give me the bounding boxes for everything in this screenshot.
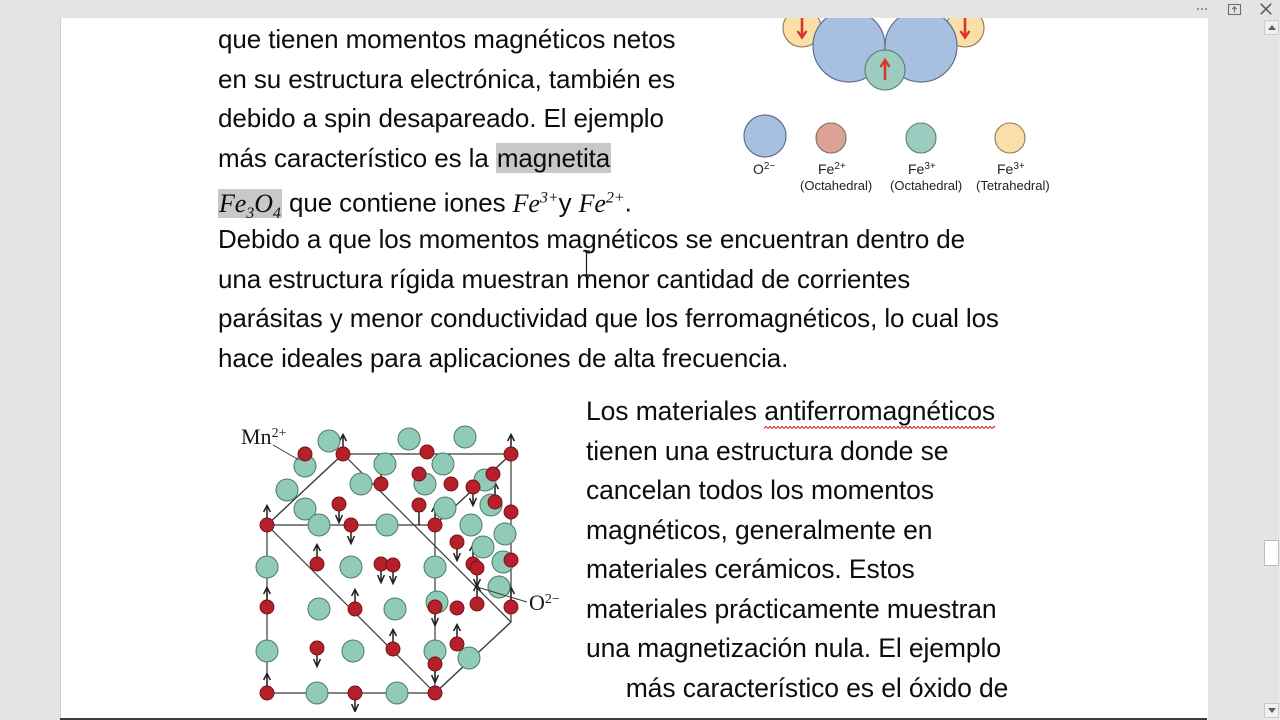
spinel-legend: O2− Fe2+ (Octahedral) Fe3+ (Octahedral) … [743, 114, 1050, 193]
scrollbar-thumb[interactable] [1264, 540, 1279, 566]
legend-label-o2minus: O2− [753, 161, 775, 177]
para-right-line-3: cancelan todos los momentos [586, 475, 934, 505]
para-right-line-6: materiales prácticamente muestran [586, 593, 997, 624]
close-button[interactable] [1256, 0, 1276, 18]
legend-swatch-fe3plus-oct [905, 122, 937, 154]
legend-label-fe3plus-tet: Fe3+ [997, 161, 1025, 177]
para-top-line-3: debido a spin desapareado. El ejemplo [218, 103, 664, 133]
spinel-cluster [782, 14, 985, 91]
magnetite-spinel-structure-figure: O2− Fe2+ (Octahedral) Fe3+ (Octahedral) … [736, 14, 1056, 202]
window-titlebar [0, 0, 1280, 18]
chevron-up-icon [1267, 25, 1276, 30]
para-top-line-4-text: más característico es la [218, 142, 496, 173]
para-right-line-5: materiales cerámicos. Estos [586, 554, 915, 584]
para-right-line-7: una magnetización nula. El ejemplo [586, 633, 1001, 663]
legend-swatch-o2minus [743, 114, 787, 158]
paragraph-ferrimagnetic: que tienen momentos magnéticos netos en … [218, 20, 718, 233]
para-right-line-8: más característico es el óxido de [625, 672, 1009, 703]
highlight-formula-fe3o4: Fe3O4 [218, 188, 282, 222]
chevron-down-icon [1267, 708, 1276, 713]
scroll-down-button[interactable] [1264, 703, 1279, 718]
legend-swatch-fe3plus-tet [994, 122, 1026, 154]
para-right-line-4: magnéticos, generalmente en [586, 514, 933, 545]
spin-up-center [879, 57, 891, 80]
scrollbar-track[interactable] [1264, 36, 1279, 702]
para-right-line-1: Los materiales antiferromagnéticos [586, 392, 1048, 432]
mno-antiferromagnetic-cube-figure: Mn2+ O2− [241, 412, 581, 712]
scroll-up-button[interactable] [1264, 20, 1279, 35]
paragraph-rigid-structure: Debido a que los momentos magnéticos se … [218, 220, 1048, 378]
para-wide-line-1: Debido a que los momentos magnéticos se … [218, 224, 966, 254]
legend-sublabel-octahedral-2: (Octahedral) [890, 178, 962, 193]
para-top-line-1: que tienen momentos magnéticos netos [218, 24, 676, 54]
ion-fe3plus: Fe3+ [512, 188, 559, 218]
legend-label-fe2plus: Fe2+ [818, 161, 846, 177]
para-top-line-5: Fe3O4 que contiene iones Fe3+y Fe2+. [218, 178, 718, 233]
ellipsis-icon [1196, 7, 1208, 11]
highlight-magnetita: magnetita [495, 142, 612, 173]
more-options-button[interactable] [1192, 0, 1212, 18]
para-top-line-5-y: y [558, 187, 579, 218]
para-top-line-5-mid: que contiene iones [281, 187, 513, 218]
para-top-line-4: más característico es la magnetita [218, 139, 718, 179]
legend-swatch-fe2plus-oct [815, 122, 847, 154]
spin-down-right [959, 18, 971, 40]
present-icon [1227, 3, 1241, 15]
page-bottom-edge [60, 718, 1207, 720]
legend-label-fe3plus-oct: Fe3+ [908, 161, 936, 177]
present-mode-button[interactable] [1224, 0, 1244, 18]
paragraph-antiferromagnetic: Los materiales antiferromagnéticos tiene… [586, 392, 1048, 708]
para-right-line-2: tienen una estructura donde se [586, 435, 949, 466]
ion-fe2plus: Fe2+ [578, 188, 625, 218]
legend-sublabel-octahedral-1: (Octahedral) [800, 178, 872, 193]
para-wide-line-4: hace ideales para aplicaciones de alta f… [218, 342, 789, 373]
window-controls [1192, 0, 1276, 18]
close-icon [1260, 3, 1272, 15]
legend-sublabel-tetrahedral: (Tetrahedral) [976, 178, 1050, 193]
para-top-line-2: en su estructura electrónica, también es [218, 63, 676, 94]
vertical-scrollbar[interactable] [1262, 18, 1280, 720]
cube-leader-lines [272, 444, 528, 603]
cube-label-o2minus: O2− [529, 590, 560, 615]
spellcheck-antiferromagneticos[interactable]: antiferromagnéticos [764, 396, 995, 429]
spin-down-left [796, 18, 808, 40]
para-wide-line-3: parásitas y menor conductividad que los … [218, 303, 999, 333]
slide-page[interactable]: que tienen momentos magnéticos netos en … [60, 14, 1208, 720]
slide-content: que tienen momentos magnéticos netos en … [61, 14, 1208, 720]
para-top-line-5-end: . [624, 187, 632, 218]
cube-label-mn2plus: Mn2+ [241, 424, 287, 449]
para-right-line-1-pre: Los materiales [586, 396, 765, 426]
cube-cation-spheres [259, 444, 519, 701]
para-wide-line-2: una estructura rígida muestran menor can… [218, 263, 911, 294]
